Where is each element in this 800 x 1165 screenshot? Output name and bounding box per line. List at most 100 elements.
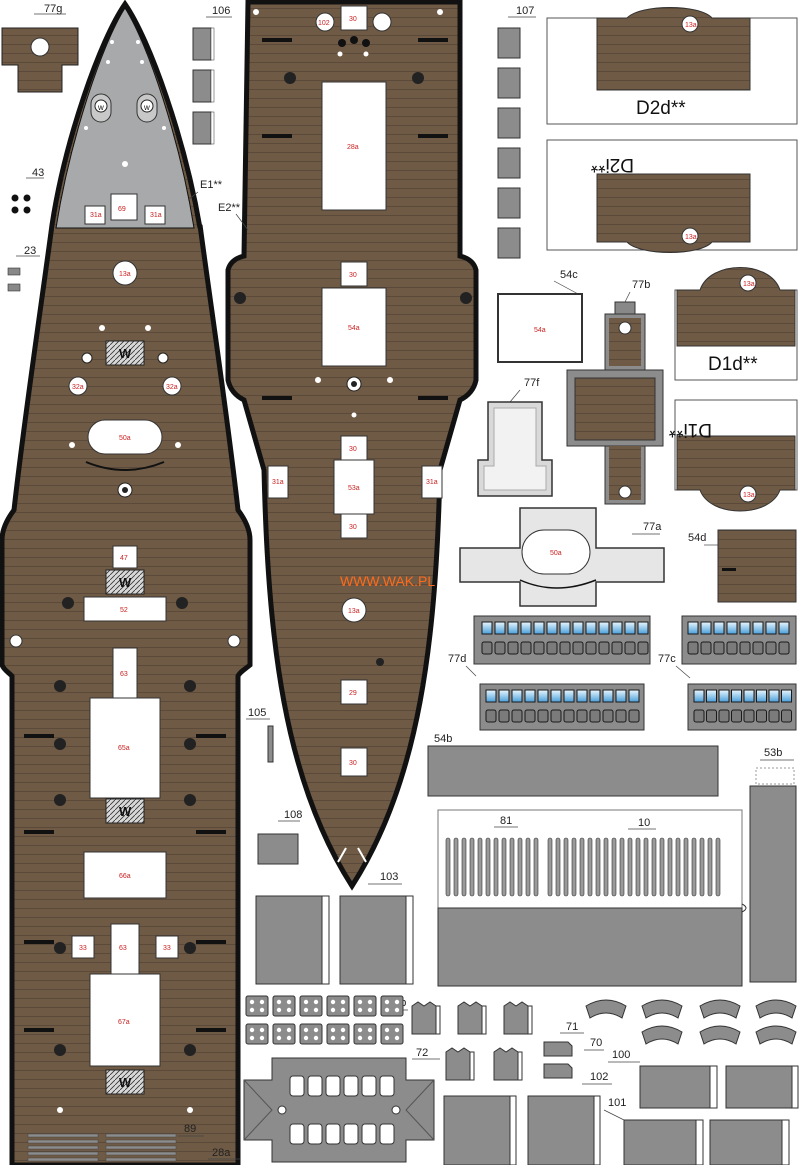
label-d2d: D2d** [636,98,686,119]
label-89: 89 [184,1123,196,1135]
d1i-circle-code: 13a [743,492,755,499]
code-31a-center-left: 31a [272,479,284,486]
code-67a: 67a [118,1019,130,1026]
watermark: WWW.WAK.PL [340,573,435,589]
part-102: 102 [443,1071,612,1165]
code-54a: 54a [348,325,360,332]
label-53b: 53b [764,747,782,759]
part-28b: 28b [245,995,408,1045]
part-53b: 53b [749,747,797,983]
label-43: 43 [32,167,44,179]
part-23: 23 [7,245,40,292]
hatch-w-4: W [119,1075,132,1090]
label-81: 81 [500,815,512,827]
part-54c: 54c 54a [497,269,583,363]
code-63-upper: 63 [120,671,128,678]
code-33-left: 33 [79,945,87,952]
label-54c: 54c [560,269,578,281]
part-43: 43 [11,167,44,214]
code-69: 69 [118,206,126,213]
code-47: 47 [120,555,128,562]
label-106: 106 [212,5,230,17]
svg-text:w: w [143,103,150,112]
part-71: 71 [560,999,797,1045]
label-103: 103 [380,871,398,883]
code-13a: 13a [119,271,131,278]
label-10: 10 [638,817,650,829]
part-77g: 77g [1,3,79,93]
code-30-top: 30 [349,16,357,23]
label-d2i: D2i** [590,154,634,175]
part-54d: 54d [688,529,797,603]
label-101: 101 [608,1097,626,1109]
label-54d: 54d [688,532,706,544]
label-77c: 77c [658,653,676,665]
label-e1: E1** [200,179,223,191]
part-d1i: 13a D1i** [668,399,798,512]
part-77b: 77b [566,279,664,505]
label-107: 107 [516,5,534,17]
label-54b: 54b [434,733,452,745]
upper-deck-e2: 30 102 28a 30 54a 30 53a 31a 31a 30 13a [225,0,479,891]
part-100: 100 [608,1049,799,1109]
part-105: 105 [246,707,274,763]
d1d-circle-code: 13a [743,281,755,288]
part-81-10-panel: 81 10 [437,809,747,987]
code-65a: 65a [118,745,130,752]
code-66a: 66a [119,873,131,880]
code-102: 102 [318,20,330,27]
part-70: 70 [543,1037,604,1079]
code-28a: 28a [347,144,359,151]
label-100: 100 [612,1049,630,1061]
code-30-bottom: 30 [349,760,357,767]
part-72: 72 [411,1001,533,1081]
d2i-circle-code: 13a [685,234,697,241]
part-101: 101 [603,1097,790,1165]
code-13a-center: 13a [348,608,360,615]
part-108: 108 [257,809,302,865]
code-32a-left: 32a [72,384,84,391]
label-72: 72 [416,1047,428,1059]
svg-text:w: w [97,103,104,112]
part-103: 103 [255,871,414,985]
label-77d: 77d [448,653,466,665]
label-70: 70 [590,1037,602,1049]
code-30-second: 30 [349,272,357,279]
label-23: 23 [24,245,36,257]
hatch-w-1: W [119,346,132,361]
code-29: 29 [349,690,357,697]
code-50a: 50a [119,435,131,442]
hatch-w-2: W [119,575,132,590]
part-54b: 54b [427,733,719,797]
code-32a-right: 32a [166,384,178,391]
part-106: 106 [192,5,232,145]
label-77g: 77g [44,3,62,15]
label-28a: 28a [212,1147,231,1159]
code-52: 52 [120,607,128,614]
label-108: 108 [284,809,302,821]
part-28a: 28a [208,1057,435,1163]
part-77a: 77a 50a [459,507,665,607]
label-d1i: D1i** [668,419,712,440]
code-31a-right: 31a [150,212,162,219]
label-71: 71 [566,1021,578,1033]
label-77a: 77a [643,521,662,533]
label-102: 102 [590,1071,608,1083]
label-105: 105 [248,707,266,719]
part-89: 89 [27,1123,204,1162]
code-30-third: 30 [349,446,357,453]
part-77f: 77f [477,377,553,497]
label-77b: 77b [632,279,650,291]
d2d-circle-code: 13a [685,22,697,29]
code-31a-left: 31a [90,212,102,219]
part-107: 107 [497,5,536,259]
code-31a-center-right: 31a [426,479,438,486]
label-d1d: D1d** [708,354,758,375]
code-33-right: 33 [163,945,171,952]
part-d2d: 13a D2d** [546,7,798,125]
code-53a: 53a [348,485,360,492]
part-d2i: 13a D2i** [546,139,798,253]
p54c-code: 54a [534,327,546,334]
label-e2: E2** [218,202,241,214]
